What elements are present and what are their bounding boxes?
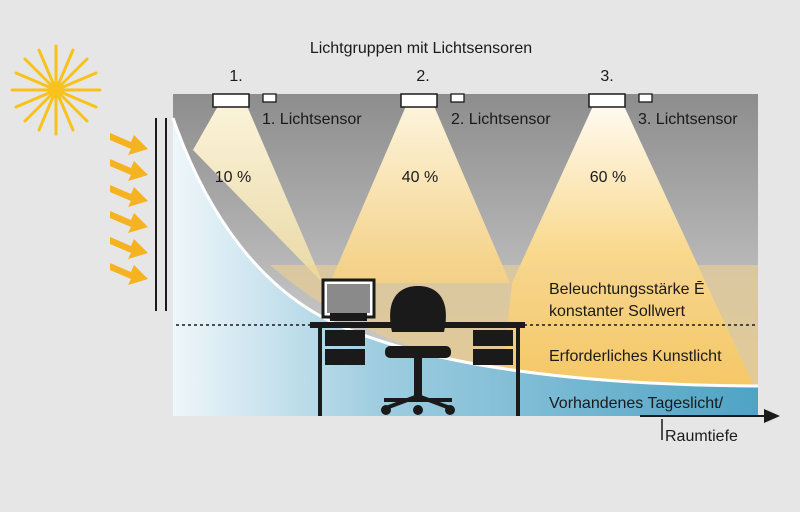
- chair-wheel: [413, 405, 423, 415]
- desk-leg-left: [318, 328, 322, 416]
- group-number-1: 1.: [229, 68, 242, 85]
- arrow-icon: [110, 159, 148, 181]
- luminaire-2: [400, 93, 438, 108]
- desk-leg-right: [516, 328, 520, 416]
- group-number-2: 2.: [416, 68, 429, 85]
- chair-seat: [385, 346, 451, 358]
- arrow-icon: [110, 237, 148, 259]
- percent-label-2: 40 %: [402, 169, 438, 186]
- percent-label-1: 10 %: [215, 169, 251, 186]
- setpoint-label-line1: Beleuchtungsstärke Ē: [549, 280, 705, 298]
- light-sensor-2: [450, 93, 465, 103]
- depth-axis-arrowhead: [764, 409, 780, 423]
- monitor-display: [327, 284, 370, 313]
- sensor-label-1: 1. Lichtsensor: [262, 111, 362, 128]
- chair-post: [414, 358, 422, 396]
- arrow-icon: [110, 211, 148, 233]
- arrow-icon: [110, 133, 148, 155]
- luminaire-1: [212, 93, 250, 108]
- desk-drawer-left-2: [325, 349, 365, 365]
- daylight-label: Vorhandenes Tageslicht/: [549, 395, 724, 412]
- sun-icon: [10, 44, 102, 136]
- sensor-label-2: 2. Lichtsensor: [451, 111, 551, 128]
- light-sensor-1: [262, 93, 277, 103]
- desk-drawer-right-2: [473, 349, 513, 365]
- office-chair: [381, 286, 455, 415]
- light-sensor-3: [638, 93, 653, 103]
- room-depth-label: Raumtiefe: [665, 428, 738, 445]
- light-beam-1: [193, 106, 323, 283]
- chair-backrest: [390, 286, 446, 332]
- chair-base: [384, 398, 452, 402]
- luminaire-3: [588, 93, 626, 108]
- light-beam-2: [330, 106, 510, 283]
- setpoint-label-line2: konstanter Sollwert: [549, 303, 686, 320]
- artificial-light-label: Erforderliches Kunstlicht: [549, 348, 722, 365]
- arrow-icon: [110, 185, 148, 207]
- group-number-3: 3.: [600, 68, 613, 85]
- monitor-stand: [330, 313, 367, 321]
- desk-drawer-right-1: [473, 330, 513, 346]
- percent-label-3: 60 %: [590, 169, 626, 186]
- sunlight-arrows: [110, 133, 148, 285]
- sensor-label-3: 3. Lichtsensor: [638, 111, 738, 128]
- diagram-title: Lichtgruppen mit Lichtsensoren: [310, 40, 532, 57]
- arrow-icon: [110, 263, 148, 285]
- desk-drawer-left-1: [325, 330, 365, 346]
